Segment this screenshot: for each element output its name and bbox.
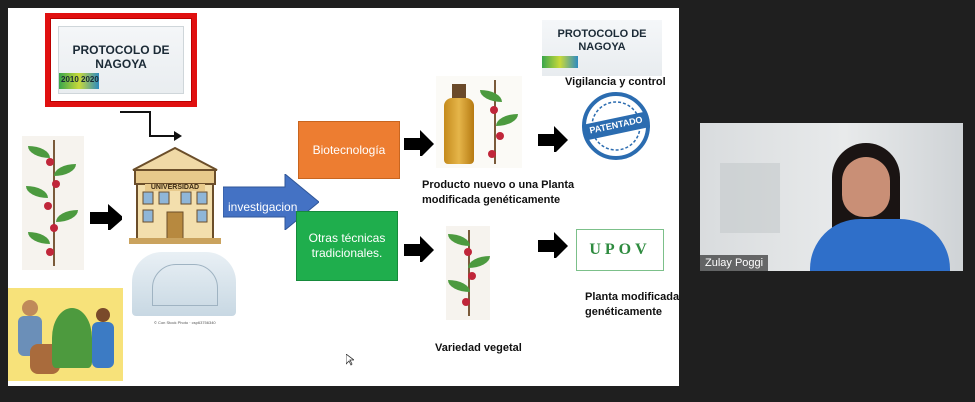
presentation-slide: PROTOCOLO DE NAGOYA 2010 2020 [8,8,679,386]
nagoya-logo-title: PROTOCOLO DE NAGOYA [72,43,170,71]
biotecnologia-label: Biotecnología [312,143,386,157]
nagoya-logo-stripe [59,73,99,89]
coffee-branch-small-image [446,226,490,320]
university-building-icon [129,146,221,244]
universidad-label: UNIVERSIDAD [145,184,205,191]
coffee-branch-image [22,136,84,270]
mouse-cursor-icon [346,354,354,366]
right-arrow-icon [404,130,434,156]
otras-tecnicas-box: Otras técnicas tradicionales. [296,211,398,281]
participant-name-tag: Zulay Poggi [700,255,769,271]
investigacion-label: investigacion [228,200,298,214]
variedad-vegetal-label: Variedad vegetal [435,342,522,354]
otras-tecnicas-label: Otras técnicas tradicionales. [308,231,386,260]
oil-bottle-coffee-image [436,76,522,168]
producto-nuevo-label: Producto nuevo o una Planta modificada g… [422,179,575,206]
participant-body [810,219,950,271]
right-arrow-icon [90,204,122,230]
biotecnologia-box: Biotecnología [298,121,400,179]
nagoya-protocol-logo-small: PROTOCOLO DE NAGOYA [542,20,662,76]
nagoya-small-stripe [542,56,578,68]
farmers-illustration [8,288,123,381]
elbow-arrow-icon [120,111,182,141]
photo-credit: © Con Stock Photo · csp63756340 [154,320,216,325]
patentado-stamp-icon [582,92,650,160]
upov-logo: UPOV [576,229,664,271]
nagoya-logo-year: 2010 2020 [61,75,99,84]
planta-modificada-label: Planta modificada genéticamente [585,291,679,318]
nagoya-protocol-logo: PROTOCOLO DE NAGOYA 2010 2020 [45,13,197,107]
right-arrow-icon [538,232,568,258]
participant-video-tile[interactable]: Zulay Poggi [700,123,963,271]
vigilancia-control-label: Vigilancia y control [565,76,666,88]
right-arrow-icon [538,126,568,152]
nagoya-small-title: PROTOCOLO DE NAGOYA [557,28,647,53]
modern-building-image [132,252,236,316]
participant-face [842,157,890,217]
upov-label: UPOV [589,241,651,258]
right-arrow-icon [404,236,434,262]
